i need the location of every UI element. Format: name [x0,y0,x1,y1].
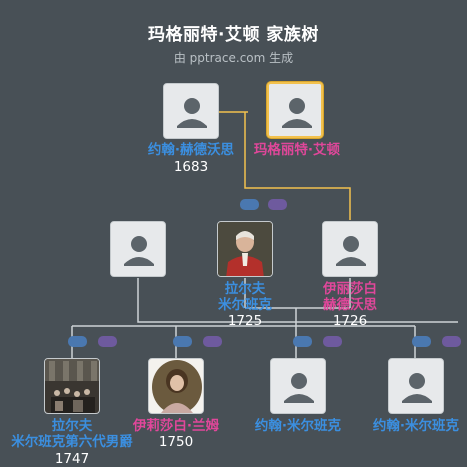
relation-chip-male[interactable] [240,199,259,210]
relation-chip-female[interactable] [323,336,342,347]
relation-chip-male[interactable] [293,336,312,347]
highlight-line [244,112,351,220]
portrait-red-coat [218,222,272,276]
relation-chip-male[interactable] [412,336,431,347]
person-year: 1683 [173,159,209,175]
person-card-ralph-milbanke[interactable] [217,221,273,277]
person-card-john-hedworth[interactable] [163,83,219,139]
portrait-oval-lady [149,359,203,413]
person-card-john-milbanke-2[interactable] [388,358,444,414]
person-card-elizabeth-lamb[interactable] [148,358,204,414]
painting-group-scene [45,359,99,413]
person-card-john-milbanke-1[interactable] [270,358,326,414]
page-title: 玛格丽特·艾顿 家族树 [148,25,319,45]
person-card-ralph-milbanke-6th-baronet[interactable] [44,358,100,414]
default-avatar-icon [111,222,165,276]
default-avatar-icon [323,222,377,276]
person-card-elizabeth-hedworth[interactable] [322,221,378,277]
relation-chip-female[interactable] [98,336,117,347]
person-name: 拉尔夫 米尔班克 [218,281,272,313]
relation-chip-male[interactable] [173,336,192,347]
header: 玛格丽特·艾顿 家族树 由 pptrace.com 生成 [0,20,467,66]
relation-chip-male[interactable] [68,336,87,347]
person-name: 伊丽莎白 赫德沃思 [323,281,377,313]
default-avatar-icon [164,84,218,138]
relation-chip-female[interactable] [442,336,461,347]
person-name: 拉尔夫 米尔班克第六代男爵 [11,418,133,450]
person-card-unnamed[interactable] [110,221,166,277]
person-name: 伊莉莎白·兰姆 [132,418,220,434]
person-card-margaret-ayton[interactable] [267,82,323,138]
relation-chip-female[interactable] [268,199,287,210]
default-avatar-icon [269,84,321,136]
person-name: 约翰·米尔班克 [254,418,342,434]
person-name-selected: 玛格丽特·艾顿 [253,142,341,158]
page-subtitle: 由 pptrace.com 生成 [173,51,294,65]
person-name: 约翰·米尔班克 [372,418,460,434]
person-year: 1726 [332,313,368,329]
person-year: 1747 [54,451,90,467]
person-year: 1750 [158,434,194,450]
default-avatar-icon [389,359,443,413]
person-year: 1725 [227,313,263,329]
connector-line [137,278,458,323]
person-name: 约翰·赫德沃思 [147,142,235,158]
default-avatar-icon [271,359,325,413]
relation-chip-female[interactable] [203,336,222,347]
